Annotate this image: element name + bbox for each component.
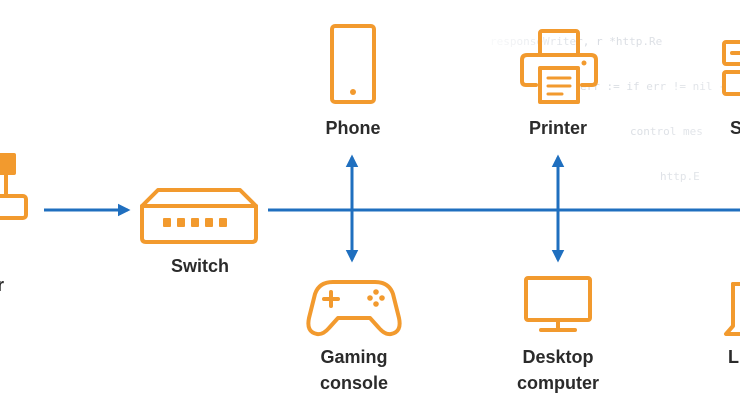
gaming-console-label: Gaming console bbox=[294, 344, 414, 396]
phone-icon bbox=[330, 24, 376, 104]
switch-icon bbox=[140, 188, 258, 244]
router-label: r bbox=[0, 272, 4, 298]
code-line: http.E bbox=[660, 170, 700, 183]
desktop-label-line: Desktop bbox=[522, 347, 594, 367]
gaming-console-label-line: console bbox=[319, 373, 389, 393]
server-label-line: S bbox=[730, 118, 740, 138]
code-line: control mes bbox=[630, 125, 703, 138]
desktop-label: Desktop computer bbox=[496, 344, 620, 396]
laptop-icon bbox=[724, 282, 740, 336]
laptop-label: L bbox=[728, 344, 740, 370]
printer-label-line: Printer bbox=[528, 118, 588, 138]
printer-icon bbox=[520, 29, 598, 104]
desktop-label-line: computer bbox=[516, 373, 599, 393]
router-icon bbox=[0, 153, 28, 220]
gaming-console-label-line: Gaming bbox=[320, 347, 388, 367]
server-icon bbox=[722, 40, 740, 96]
phone-label: Phone bbox=[303, 115, 403, 141]
connections bbox=[44, 154, 740, 263]
laptop-label-line: L bbox=[728, 347, 739, 367]
server-label: S bbox=[730, 115, 740, 141]
phone-label-line: Phone bbox=[325, 118, 381, 138]
switch-label: Switch bbox=[150, 253, 250, 279]
printer-label: Printer bbox=[508, 115, 608, 141]
switch-label-line: Switch bbox=[170, 256, 229, 276]
gamepad-icon bbox=[306, 280, 402, 337]
router-label-line: r bbox=[0, 275, 4, 295]
monitor-icon bbox=[524, 276, 592, 332]
